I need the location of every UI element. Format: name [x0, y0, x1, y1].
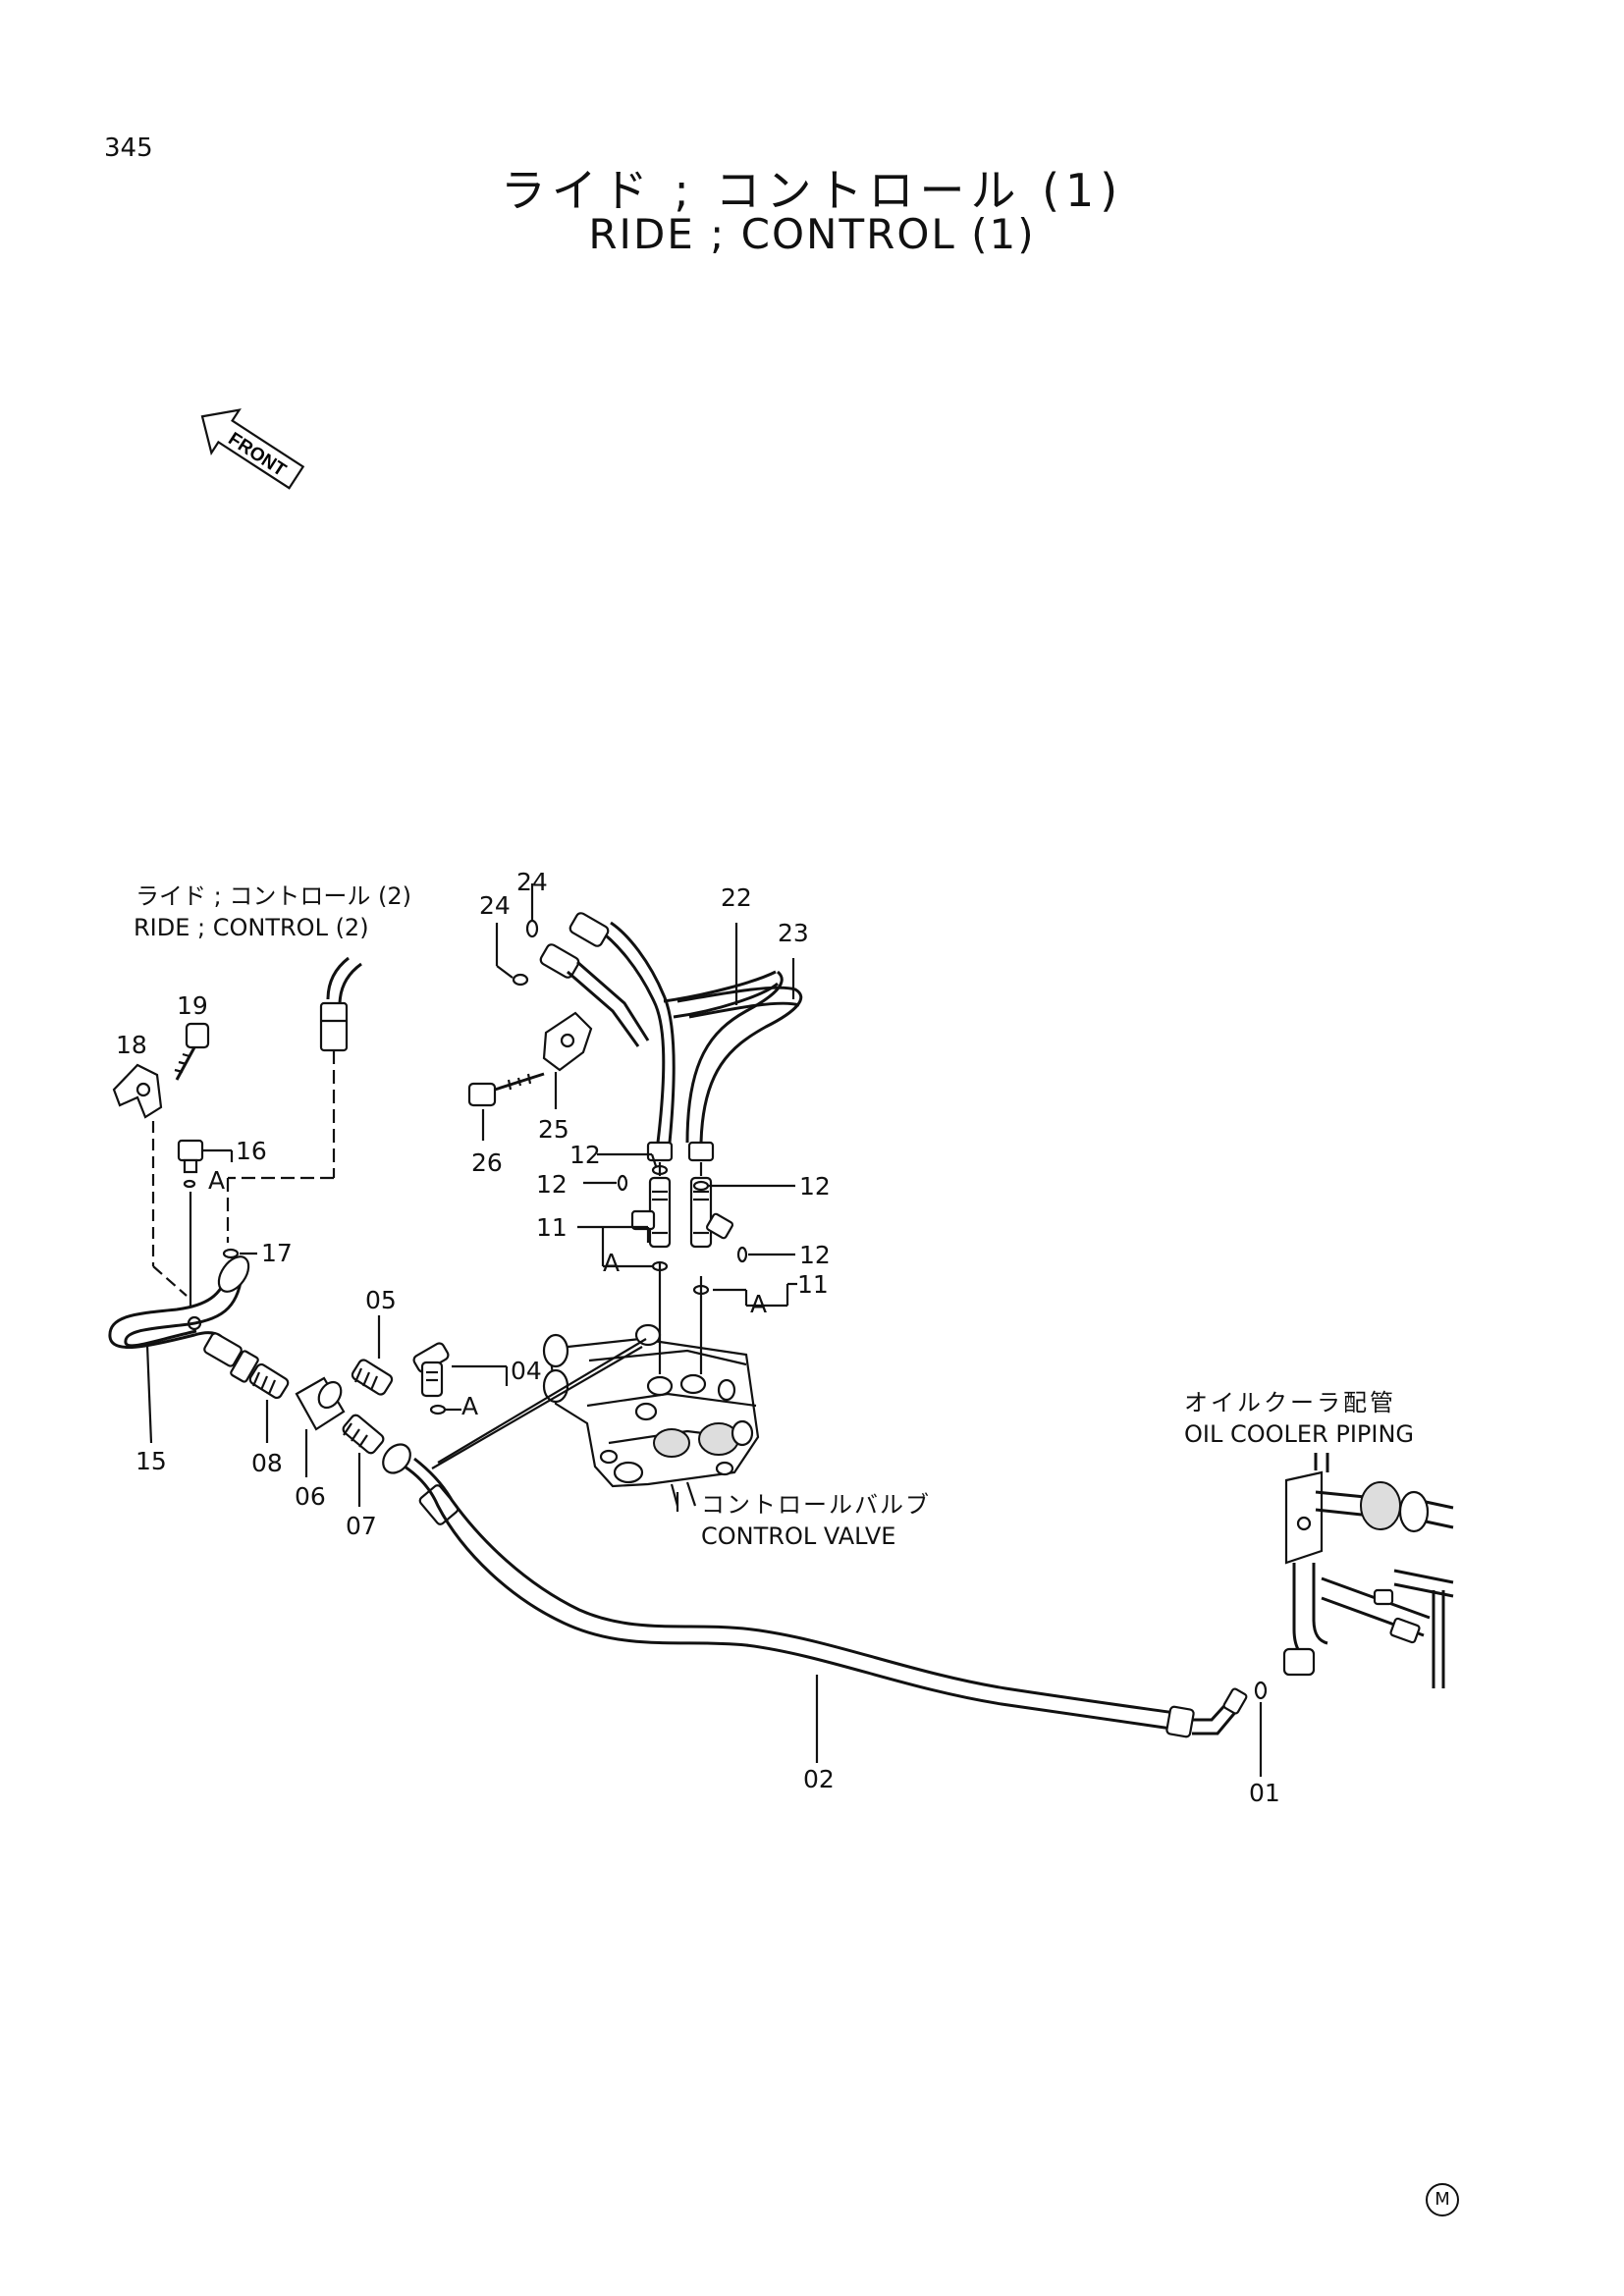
o-ring-12-e [651, 1260, 669, 1272]
label-part-19: 19 [177, 991, 208, 1020]
hose-02 [382, 1443, 1248, 1763]
oil-cooler-label-jp: オイルクーラ配管 [1184, 1389, 1396, 1416]
ref-note-en: RIDE ; CONTROL (2) [134, 914, 369, 941]
callout-a-11-right: A [750, 1290, 768, 1318]
label-part-15: 15 [135, 1447, 167, 1475]
label-part-04: 04 [511, 1357, 542, 1385]
label-part-12-b: 12 [536, 1170, 568, 1199]
oil-cooler-label-en: OIL COOLER PIPING [1184, 1420, 1414, 1448]
o-ring-24-lower [512, 973, 529, 987]
callout-a-04: A [461, 1392, 479, 1420]
label-part-17: 17 [261, 1239, 293, 1267]
o-ring-12-f [692, 1284, 710, 1296]
label-part-12-d: 12 [799, 1241, 831, 1269]
label-part-07: 07 [346, 1512, 377, 1540]
label-part-26: 26 [471, 1148, 503, 1177]
o-ring-12-d [736, 1246, 748, 1263]
pipe-23 [677, 958, 803, 1162]
oil-cooler-piping [1282, 1453, 1454, 1688]
bracket-18 [112, 1063, 188, 1297]
pipe-22 [596, 921, 784, 1162]
tee-06 [295, 1376, 346, 1477]
clamp-25 [542, 1011, 593, 1109]
label-part-16: 16 [236, 1137, 267, 1165]
o-ring-12-b [617, 1174, 628, 1192]
fitting-05 [351, 1315, 394, 1396]
label-part-11-right: 11 [797, 1270, 829, 1299]
corner-mark-badge: M [1426, 2183, 1459, 2216]
label-part-18: 18 [116, 1031, 147, 1059]
plug-16 [177, 1139, 234, 1306]
elbow-fittings-upper [539, 912, 650, 1047]
title-japanese: ライド ; コントロール (1) [500, 164, 1124, 217]
elbow-fitting-15 [203, 1332, 259, 1383]
label-part-01: 01 [1249, 1779, 1280, 1807]
label-part-11-left: 11 [536, 1213, 568, 1242]
label-part-12-c: 12 [799, 1172, 831, 1201]
label-part-06: 06 [295, 1482, 326, 1511]
o-ring-01 [1254, 1681, 1268, 1700]
label-part-05: 05 [365, 1286, 397, 1314]
control-valve [431, 1323, 760, 1512]
tee-11-right [689, 1162, 734, 1374]
fitting-07 [342, 1414, 385, 1507]
callout-a-16: A [208, 1166, 226, 1195]
o-ring-17 [222, 1248, 240, 1259]
control-valve-label-jp: コントロールバルブ [701, 1491, 931, 1519]
label-part-23: 23 [778, 919, 809, 947]
label-part-02: 02 [803, 1765, 835, 1793]
bolt-26 [467, 1072, 545, 1141]
fitting-08 [248, 1362, 290, 1443]
callout-a-11-left: A [603, 1249, 621, 1277]
o-ring-12-a [651, 1164, 669, 1176]
label-part-24-b: 24 [516, 868, 548, 896]
reference-hose [226, 956, 362, 1243]
label-part-08: 08 [251, 1449, 283, 1477]
label-part-24-a: 24 [479, 891, 511, 920]
label-part-12-a: 12 [569, 1141, 601, 1169]
label-part-25: 25 [538, 1115, 569, 1144]
control-valve-label-en: CONTROL VALVE [701, 1522, 896, 1550]
page-number: 345 [104, 133, 153, 163]
bracket-lines-11 [577, 1225, 797, 1308]
elbow-04 [412, 1342, 509, 1415]
label-part-22: 22 [721, 883, 752, 912]
title-english: RIDE ; CONTROL (1) [588, 210, 1036, 258]
front-arrow-icon: FRONT [200, 408, 305, 490]
o-ring-12-c [692, 1180, 710, 1192]
o-ring-24-upper [525, 919, 539, 938]
pipe-15 [108, 1255, 250, 1444]
ref-note-jp: ライド ; コントロール (2) [135, 882, 411, 910]
bolt-19 [174, 1022, 210, 1081]
